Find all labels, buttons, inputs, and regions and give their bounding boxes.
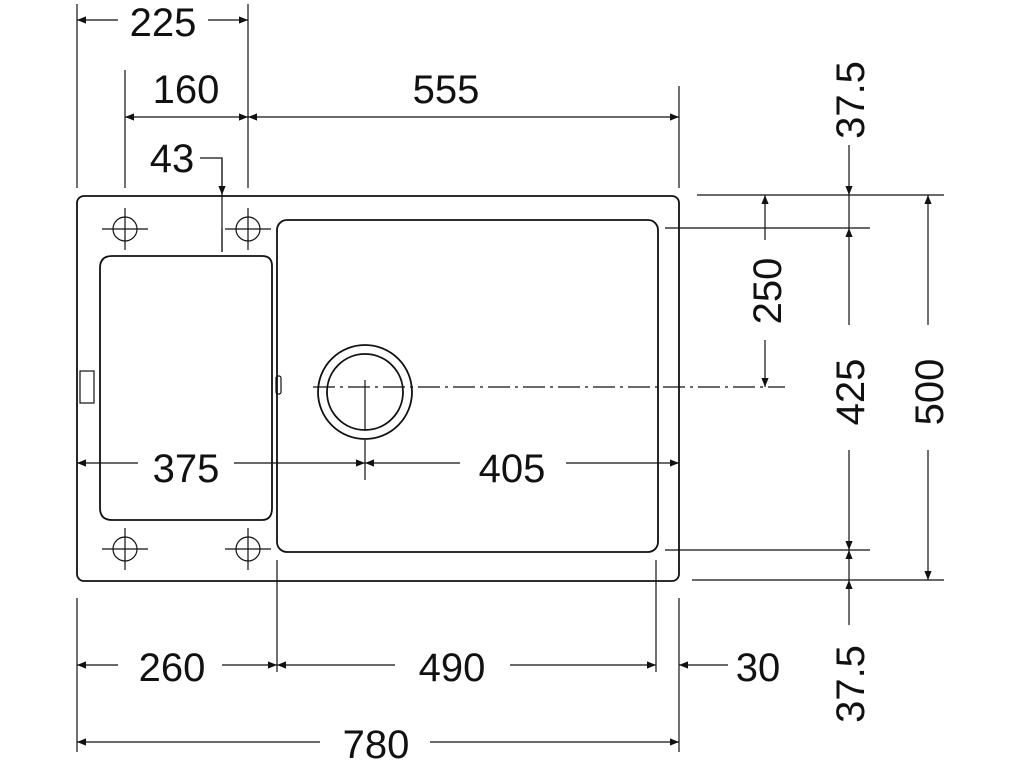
drain <box>317 344 413 440</box>
dim-225: 225 <box>130 1 197 45</box>
drainer-outline <box>99 255 273 521</box>
dim-30: 30 <box>736 646 781 690</box>
tap-hole-bottom-right <box>225 528 271 570</box>
bowl-overflow <box>275 375 282 395</box>
bowl-outline <box>276 219 659 553</box>
dim-780: 780 <box>343 723 410 767</box>
tap-hole-top-right <box>225 208 271 250</box>
dim-160: 160 <box>153 68 220 112</box>
dim-37-5-bottom: 37.5 <box>829 645 873 723</box>
sink-outline <box>76 195 680 582</box>
tap-hole-bottom-left <box>102 528 148 570</box>
dim-425: 425 <box>829 359 873 426</box>
dim-375: 375 <box>153 447 220 491</box>
dim-43: 43 <box>150 137 195 181</box>
dim-555: 555 <box>413 68 480 112</box>
dimension-lines <box>77 16 932 746</box>
overflow-slot <box>79 370 95 404</box>
tap-hole-top-left <box>102 208 148 250</box>
dim-500: 500 <box>908 359 952 426</box>
extension-lines <box>76 4 944 752</box>
dim-37-5-top: 37.5 <box>829 61 873 139</box>
dim-405: 405 <box>479 447 546 491</box>
dim-260: 260 <box>139 646 206 690</box>
dim-490: 490 <box>419 646 486 690</box>
dim-250: 250 <box>746 258 790 325</box>
